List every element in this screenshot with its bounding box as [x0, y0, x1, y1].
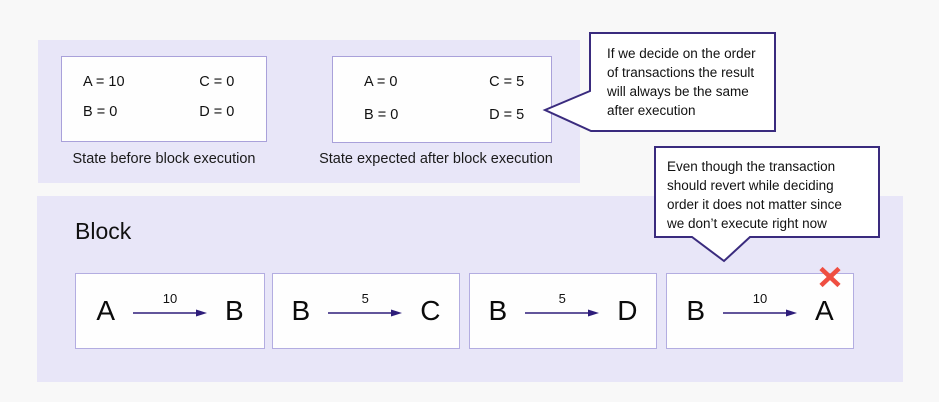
tx-from: B [291, 295, 311, 326]
transaction-box-2: B 5 C [272, 273, 460, 349]
state-value: C = 0 [199, 74, 235, 90]
tx-to: C [420, 295, 441, 326]
state-value: A = 10 [83, 74, 125, 90]
tx-to: A [815, 295, 834, 326]
transaction-box-1: A 10 B [75, 273, 265, 349]
arrow-right-icon [328, 309, 403, 316]
state-value: B = 0 [83, 104, 118, 120]
callout-revert-text: Even though the transaction should rever… [667, 159, 842, 231]
state-value: C = 5 [489, 74, 525, 90]
arrow-right-icon [723, 309, 797, 316]
tx-amount: 5 [558, 290, 566, 306]
state-before-values: A = 10 C = 0 B = 0 D = 0 [62, 57, 266, 121]
transfer-arrow: 10 [722, 291, 798, 318]
state-value: D = 5 [489, 107, 525, 123]
block-title: Block [75, 218, 132, 244]
state-value: B = 0 [364, 107, 399, 123]
tx-amount: 10 [752, 290, 768, 306]
state-value: D = 0 [199, 104, 235, 120]
state-after-values: A = 0 C = 5 B = 0 D = 5 [333, 57, 551, 124]
callout-order-text: If we decide on the order of transaction… [607, 46, 756, 118]
state-before-box: A = 10 C = 0 B = 0 D = 0 [61, 56, 267, 142]
tx-from: B [686, 295, 705, 326]
tx-from: A [96, 295, 115, 326]
transaction-box-4-reverted: B 10 A [666, 273, 854, 349]
transfer-arrow: 5 [524, 291, 600, 318]
arrow-right-icon [133, 309, 207, 316]
state-after-box: A = 0 C = 5 B = 0 D = 5 [332, 56, 552, 143]
tx-to: B [225, 295, 244, 326]
transfer-arrow: 5 [327, 291, 403, 318]
tx-from: B [488, 295, 508, 326]
tx-amount: 5 [361, 290, 369, 306]
revert-x-icon [819, 266, 841, 288]
arrow-right-icon [525, 309, 600, 316]
state-before-label: State before block execution [72, 151, 256, 167]
state-after-label: State expected after block execution [319, 151, 553, 167]
speech-bubble-order [542, 32, 776, 132]
tx-amount: 10 [162, 290, 178, 306]
transaction-box-3: B 5 D [469, 273, 657, 349]
transfer-arrow: 10 [132, 291, 208, 318]
tx-to: D [617, 295, 638, 326]
speech-bubble-revert [654, 146, 880, 263]
state-value: A = 0 [364, 74, 398, 90]
